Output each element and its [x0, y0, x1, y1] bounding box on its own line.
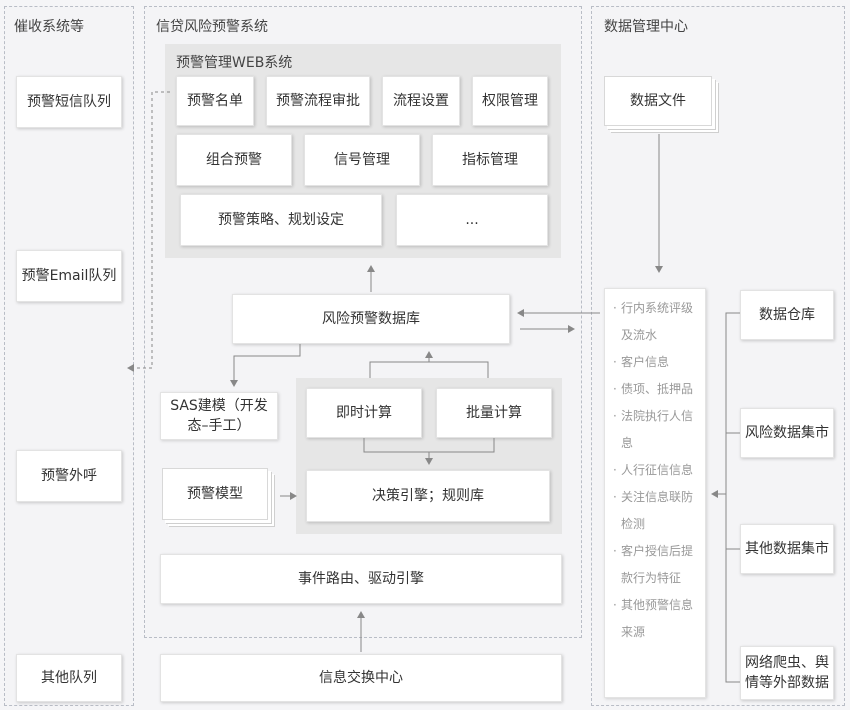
outbound-call-box[interactable]: 预警外呼: [16, 450, 122, 502]
email-queue-box[interactable]: 预警Email队列: [16, 250, 122, 302]
other-data-mart-box[interactable]: 其他数据集市: [740, 524, 834, 574]
event-router-box[interactable]: 事件路由、驱动引擎: [160, 554, 562, 604]
info-item: 人行征信信息: [613, 457, 701, 484]
info-item: 债项、抵押品: [613, 376, 701, 403]
external-data-box[interactable]: 网络爬虫、舆情等外部数据: [740, 646, 834, 700]
warning-list-box[interactable]: 预警名单: [176, 76, 254, 126]
sas-modeling-text: SAS建模（开发态–手工）: [170, 398, 268, 434]
info-exchange-box[interactable]: 信息交换中心: [160, 654, 562, 702]
sas-modeling-label: SAS建模（开发态–手工）: [160, 392, 278, 440]
strategy-setting-box[interactable]: 预警策略、规划设定: [180, 194, 382, 246]
info-item: 客户授信后提款行为特征: [613, 538, 701, 592]
batch-calc-box[interactable]: 批量计算: [436, 388, 552, 438]
warning-system-title: 信贷风险预警系统: [156, 19, 268, 35]
warning-model-box[interactable]: 预警模型: [162, 468, 268, 520]
info-item: 其他预警信息来源: [613, 592, 701, 646]
indicator-management-box[interactable]: 指标管理: [432, 134, 548, 186]
workflow-settings-box[interactable]: 流程设置: [382, 76, 460, 126]
collection-panel-title: 催收系统等: [14, 19, 84, 35]
risk-data-mart-box[interactable]: 风险数据集市: [740, 408, 834, 458]
realtime-calc-box[interactable]: 即时计算: [306, 388, 422, 438]
risk-warning-database-box[interactable]: 风险预警数据库: [232, 294, 510, 344]
data-source-list: 行内系统评级及流水 客户信息 债项、抵押品 法院执行人信息 人行征信信息 关注信…: [604, 288, 706, 698]
signal-management-box[interactable]: 信号管理: [304, 134, 420, 186]
decision-engine-box[interactable]: 决策引擎；规则库: [306, 470, 550, 522]
permission-management-box[interactable]: 权限管理: [472, 76, 548, 126]
other-queue-box[interactable]: 其他队列: [16, 654, 122, 702]
sms-queue-box[interactable]: 预警短信队列: [16, 76, 122, 128]
more-box[interactable]: ...: [396, 194, 548, 246]
workflow-approval-box[interactable]: 预警流程审批: [266, 76, 370, 126]
data-center-title: 数据管理中心: [604, 19, 688, 35]
info-item: 行内系统评级及流水: [613, 295, 701, 349]
data-file-box[interactable]: 数据文件: [604, 76, 712, 126]
combined-warning-box[interactable]: 组合预警: [176, 134, 292, 186]
info-item: 法院执行人信息: [613, 403, 701, 457]
info-item: 客户信息: [613, 349, 701, 376]
web-system-title: 预警管理WEB系统: [176, 55, 293, 71]
data-warehouse-box[interactable]: 数据仓库: [740, 290, 834, 340]
info-item: 关注信息联防检测: [613, 484, 701, 538]
